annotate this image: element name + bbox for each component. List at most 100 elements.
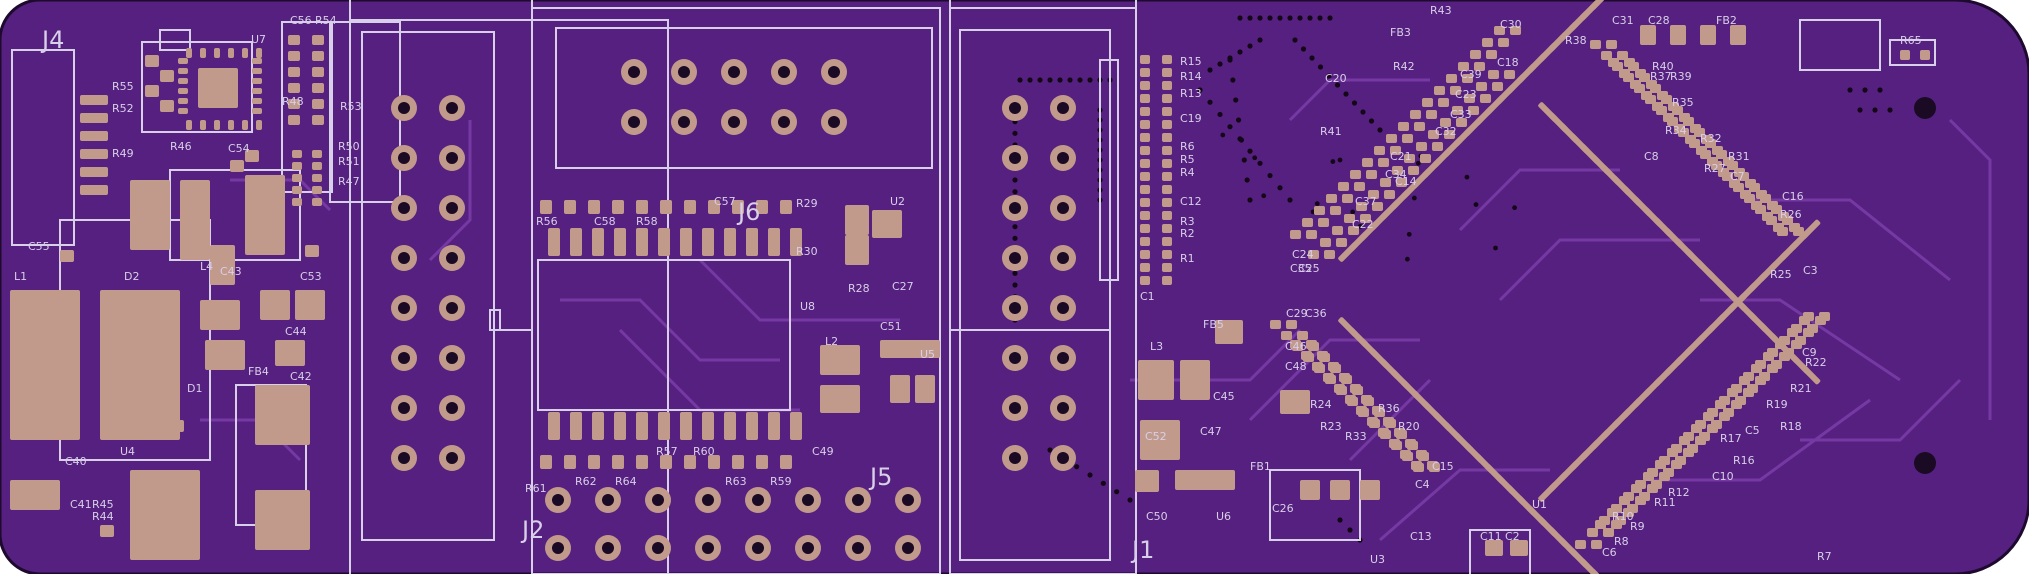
trace bbox=[1800, 378, 1962, 442]
ref-r31: R31 bbox=[1728, 150, 1750, 163]
pad bbox=[1140, 211, 1150, 220]
via bbox=[1237, 15, 1243, 21]
ref-r23: R23 bbox=[1320, 420, 1342, 433]
pad bbox=[292, 198, 302, 206]
via bbox=[1847, 87, 1853, 93]
pad bbox=[312, 99, 324, 109]
via bbox=[1327, 15, 1333, 21]
ref-c23: C23 bbox=[1455, 88, 1477, 101]
pad bbox=[1799, 316, 1810, 325]
ref-c51: C51 bbox=[880, 320, 902, 333]
pad bbox=[1400, 450, 1411, 459]
pad bbox=[612, 200, 624, 214]
ref-r20: R20 bbox=[1398, 420, 1420, 433]
pad bbox=[1767, 364, 1778, 373]
pad bbox=[1787, 328, 1798, 337]
via bbox=[1067, 77, 1073, 83]
pad bbox=[1326, 194, 1337, 203]
pad bbox=[288, 99, 300, 109]
pad bbox=[145, 55, 159, 67]
pad bbox=[1696, 146, 1707, 155]
silk-box bbox=[1269, 469, 1361, 541]
ref-c52: C52 bbox=[1145, 430, 1167, 443]
pad bbox=[1608, 58, 1619, 67]
silk-box bbox=[1099, 59, 1119, 281]
pad bbox=[564, 455, 576, 469]
via bbox=[1330, 159, 1336, 164]
pad bbox=[80, 113, 108, 123]
pad bbox=[1336, 238, 1347, 247]
ref-u1: U1 bbox=[1532, 498, 1547, 511]
via bbox=[1307, 15, 1313, 21]
pad bbox=[1306, 340, 1317, 349]
pad bbox=[756, 455, 768, 469]
ref-d1: D1 bbox=[187, 382, 202, 395]
pad bbox=[702, 412, 714, 440]
ref-c47: C47 bbox=[1200, 425, 1222, 438]
via bbox=[1237, 136, 1243, 142]
pad bbox=[1486, 50, 1497, 59]
ref-fb1: FB1 bbox=[1250, 460, 1271, 473]
pad bbox=[1657, 91, 1668, 100]
pad bbox=[1350, 170, 1361, 179]
pad bbox=[1712, 146, 1723, 155]
pin-drill bbox=[446, 152, 458, 164]
pad bbox=[1730, 25, 1746, 45]
pad bbox=[1314, 206, 1325, 215]
pin-drill bbox=[1057, 402, 1069, 414]
ref-c53: C53 bbox=[300, 270, 322, 283]
pad bbox=[200, 48, 206, 58]
pad bbox=[1162, 172, 1172, 181]
pad bbox=[312, 198, 322, 206]
pad bbox=[1323, 373, 1334, 382]
pad bbox=[1751, 364, 1762, 373]
pad bbox=[1140, 263, 1150, 272]
pad bbox=[1485, 540, 1503, 556]
pad bbox=[1659, 472, 1670, 481]
via bbox=[1277, 15, 1283, 21]
pad bbox=[1498, 38, 1509, 47]
pad bbox=[1575, 540, 1586, 549]
pad bbox=[1410, 110, 1421, 119]
pad bbox=[1162, 120, 1172, 129]
ref-c49: C49 bbox=[812, 445, 834, 458]
ref-c35: C35 bbox=[1290, 262, 1312, 275]
pad bbox=[1482, 38, 1493, 47]
pad bbox=[1175, 470, 1235, 490]
via bbox=[1114, 489, 1120, 495]
silk-box bbox=[141, 41, 253, 133]
ref-c48: C48 bbox=[1285, 360, 1307, 373]
pad bbox=[292, 162, 302, 170]
pad bbox=[170, 420, 184, 432]
pin-drill bbox=[1057, 352, 1069, 364]
pad bbox=[614, 228, 626, 256]
ref-r36: R36 bbox=[1378, 402, 1400, 415]
pad bbox=[252, 68, 262, 74]
pad bbox=[1719, 412, 1730, 421]
ref-c34: C34 bbox=[1385, 168, 1407, 181]
pad bbox=[746, 412, 758, 440]
pad bbox=[178, 68, 188, 74]
pad bbox=[230, 160, 244, 172]
via bbox=[1012, 189, 1018, 195]
pad bbox=[242, 48, 248, 58]
ref-c4: C4 bbox=[1415, 478, 1430, 491]
ref-r19: R19 bbox=[1766, 398, 1788, 411]
via bbox=[1292, 37, 1298, 43]
pad bbox=[1162, 68, 1172, 77]
pin-drill bbox=[1057, 302, 1069, 314]
pad bbox=[1350, 384, 1361, 393]
pin-drill bbox=[1057, 252, 1069, 264]
pad bbox=[1389, 439, 1400, 448]
ref-r11: R11 bbox=[1654, 496, 1676, 509]
pad bbox=[724, 228, 736, 256]
mounting-hole bbox=[1914, 97, 1936, 119]
pin-drill bbox=[398, 252, 410, 264]
pad bbox=[1426, 110, 1437, 119]
ref-r45: R45 bbox=[92, 498, 114, 511]
ref-c14: C14 bbox=[1395, 175, 1417, 188]
via bbox=[1377, 127, 1383, 133]
ref-r53: R53 bbox=[340, 100, 362, 113]
pad bbox=[1590, 0, 1610, 10]
